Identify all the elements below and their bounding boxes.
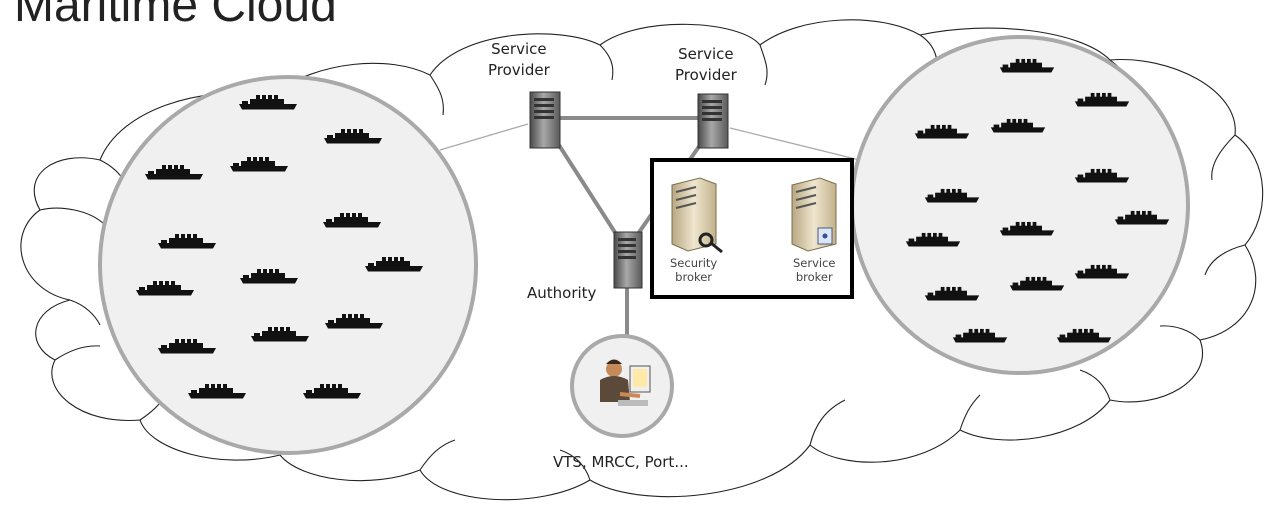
shore-center-label: VTS, MRCC, Port... (553, 453, 689, 471)
left-sea-region (98, 75, 478, 455)
operator-at-computer-icon[interactable] (600, 359, 651, 407)
service-provider-server-icon[interactable] (697, 93, 729, 149)
maritime-cloud-outline (20, 19, 1264, 501)
authority-server-icon[interactable] (613, 231, 643, 289)
service-provider-server-icon[interactable] (529, 91, 561, 149)
service-broker-label: Service broker (793, 256, 836, 284)
diagram-title: Maritime Cloud (14, 0, 337, 32)
authority-label: Authority (527, 284, 597, 302)
region-links (439, 123, 881, 166)
service-provider-label: Service Provider (488, 40, 550, 79)
security-broker-server-icon[interactable] (671, 177, 723, 254)
service-broker-server-icon[interactable] (791, 177, 837, 252)
right-sea-region (850, 35, 1190, 375)
service-provider-label: Service Provider (675, 45, 737, 84)
security-broker-label: Security broker (670, 256, 718, 284)
